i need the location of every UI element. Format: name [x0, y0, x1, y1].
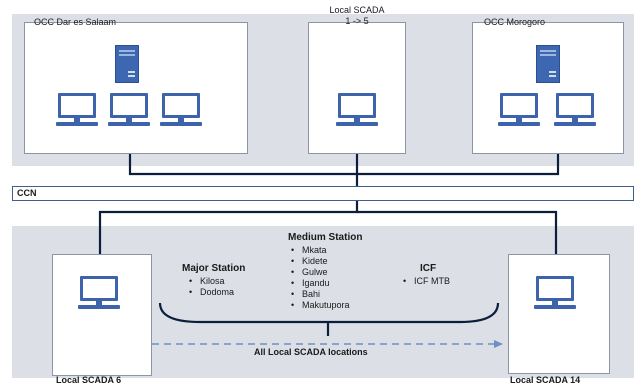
local-scada-1-5-name: Local SCADA	[329, 5, 385, 15]
workstation-icon	[534, 276, 576, 309]
major-station-list: Kilosa Dodoma	[188, 276, 234, 298]
icf-title: ICF	[420, 263, 437, 274]
list-item: Makutupora	[290, 300, 350, 311]
occ-dar-box	[24, 22, 248, 154]
local-scada-1-5-box	[308, 22, 406, 154]
medium-station-list: Mkata Kidete Gulwe Igandu Bahi Makutupor…	[290, 245, 350, 311]
occ-morogoro-box	[472, 22, 624, 154]
icf-list: ICF MTB	[402, 276, 450, 287]
local-scada-14-title: Local SCADA 14	[510, 375, 581, 385]
occ-dar-title: OCC Dar es Salaam	[34, 17, 117, 27]
ccn-bus: CCN	[12, 186, 634, 201]
list-item: Igandu	[290, 278, 350, 289]
list-item: Kidete	[290, 256, 350, 267]
workstation-icon	[56, 93, 98, 126]
list-item: Kilosa	[188, 276, 234, 287]
ccn-label: CCN	[17, 188, 37, 198]
local-scada-6-title: Local SCADA 6	[56, 375, 122, 385]
workstation-icon	[498, 93, 540, 126]
coverage-bracket	[158, 302, 500, 324]
list-item: Mkata	[290, 245, 350, 256]
all-local-scada-label: All Local SCADA locations	[254, 347, 368, 357]
major-station-title: Major Station	[182, 263, 246, 274]
top-link-occ-bus	[128, 153, 560, 176]
local-scada-6-box	[52, 254, 152, 376]
workstation-icon	[160, 93, 202, 126]
local-scada-14-box	[508, 254, 610, 374]
workstation-icon	[78, 276, 120, 309]
local-scada-1-5-range: 1 -> 5	[345, 16, 369, 26]
server-icon	[115, 45, 139, 83]
list-item: Dodoma	[188, 287, 234, 298]
list-item: Gulwe	[290, 267, 350, 278]
dashed-arrow-head	[494, 340, 503, 348]
server-icon	[536, 45, 560, 83]
list-item: Bahi	[290, 289, 350, 300]
bottom-link-left	[98, 201, 359, 254]
workstation-icon	[336, 93, 378, 126]
local-scada-1-5-title: Local SCADA 1 -> 5	[308, 5, 406, 27]
bottom-link-right	[357, 210, 558, 254]
workstation-icon	[108, 93, 150, 126]
occ-morogoro-title: OCC Morogoro	[484, 17, 546, 27]
workstation-icon	[554, 93, 596, 126]
medium-station-title: Medium Station	[288, 232, 363, 243]
list-item: ICF MTB	[402, 276, 450, 287]
